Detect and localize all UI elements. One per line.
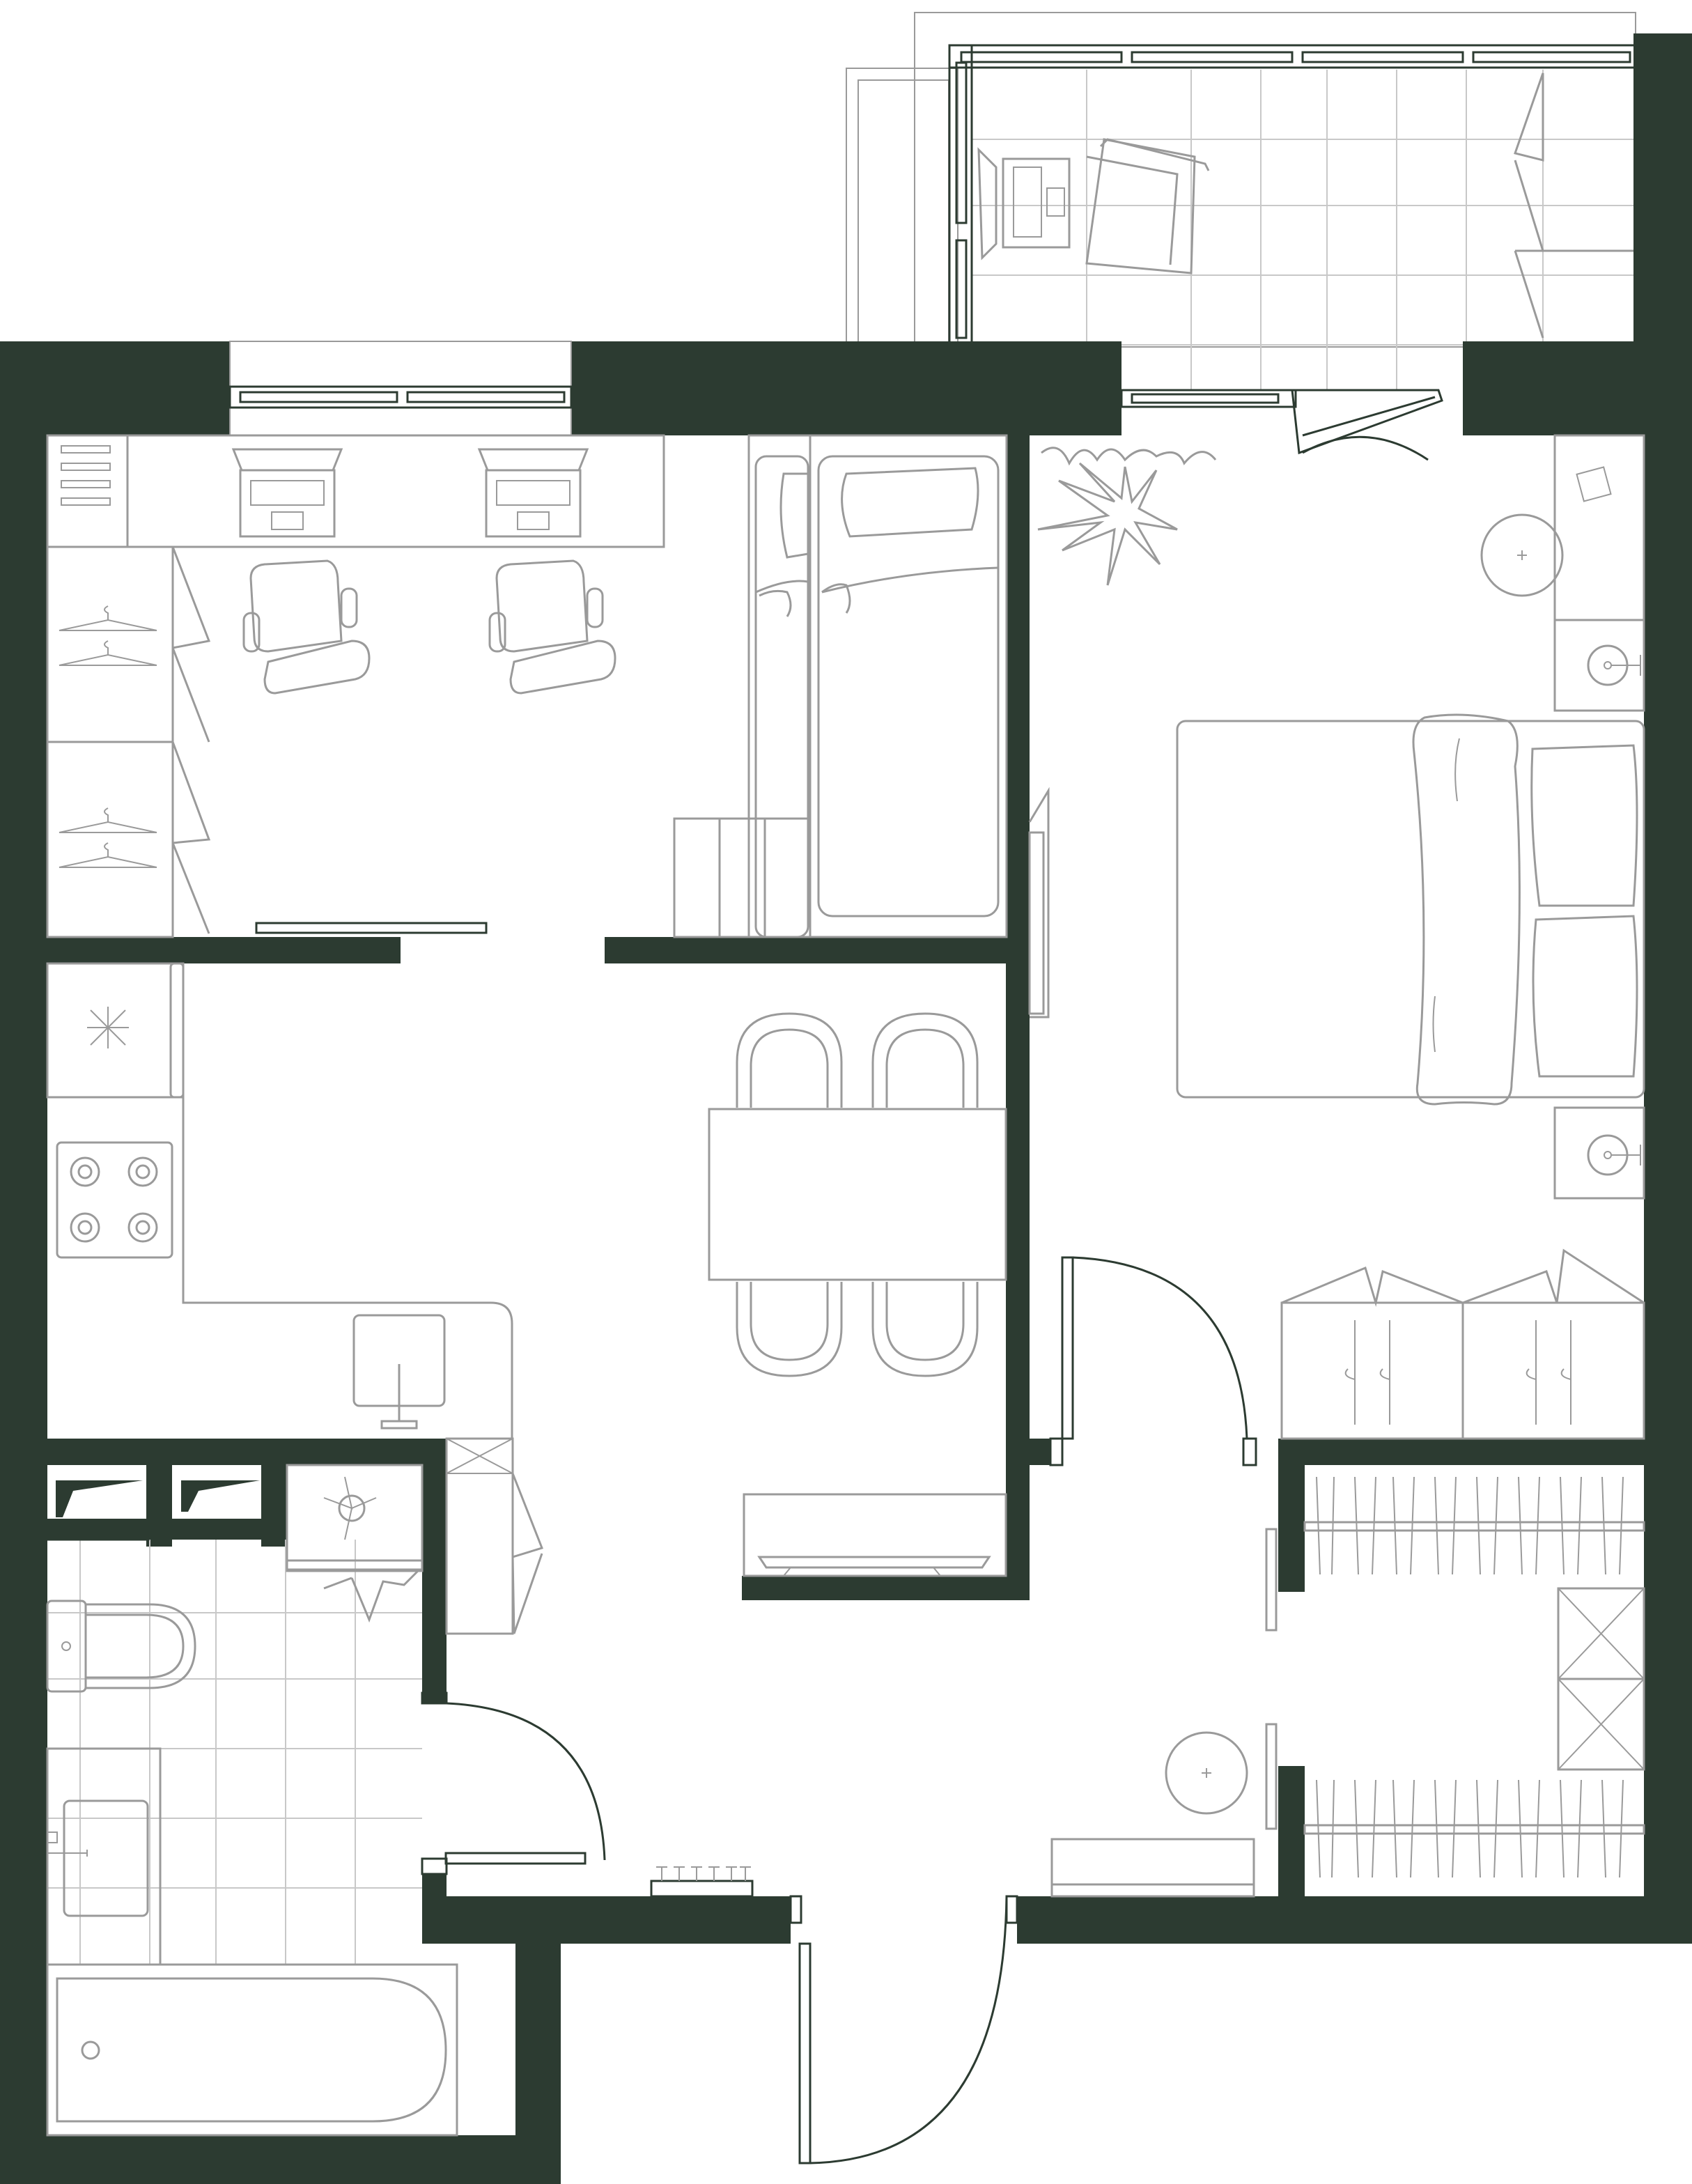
balcony	[846, 12, 1637, 390]
office-chair	[242, 559, 371, 695]
side-table-laptop	[977, 147, 1071, 261]
bunk-bed	[673, 434, 1008, 938]
books	[61, 445, 111, 506]
chair	[871, 1012, 979, 1108]
laptop	[477, 448, 589, 538]
vent	[46, 1470, 150, 1541]
storage-boxes	[1557, 1587, 1645, 1771]
chair	[736, 1012, 843, 1108]
dining-table	[708, 1108, 1007, 1281]
chair	[871, 1282, 979, 1377]
round-table	[1165, 1731, 1248, 1815]
sink	[352, 1314, 446, 1430]
bedroom	[1028, 434, 1645, 1440]
chair	[736, 1282, 843, 1377]
toilet	[46, 1600, 196, 1693]
nightstand	[1553, 434, 1645, 712]
wardrobe	[46, 545, 211, 938]
nightstand	[1553, 1106, 1645, 1200]
round-table	[1480, 513, 1564, 597]
cooktop	[56, 1141, 173, 1259]
wardrobe	[1280, 1248, 1645, 1440]
walls	[0, 33, 1692, 2184]
kitchen-living	[46, 962, 1007, 1635]
shoe-rack	[1050, 1838, 1255, 1898]
washbasin	[46, 1747, 162, 1966]
double-bed	[1176, 713, 1645, 1106]
doors	[421, 1256, 1257, 2164]
armchair	[1085, 138, 1210, 274]
bathtub	[46, 1963, 458, 2137]
vent	[173, 1470, 260, 1517]
fridge	[46, 962, 185, 1099]
radiator	[650, 1866, 754, 1898]
bathroom	[46, 1464, 458, 2137]
office-chair	[488, 559, 616, 695]
sofa	[743, 1493, 1007, 1577]
study	[46, 434, 1008, 938]
study-window	[228, 341, 573, 436]
washing-machine	[286, 1464, 424, 1623]
plant	[1037, 447, 1217, 586]
bedroom-window	[1120, 389, 1443, 461]
closet-rods	[1303, 1476, 1645, 1878]
hallway	[650, 1476, 1645, 1898]
laptop	[231, 448, 343, 538]
